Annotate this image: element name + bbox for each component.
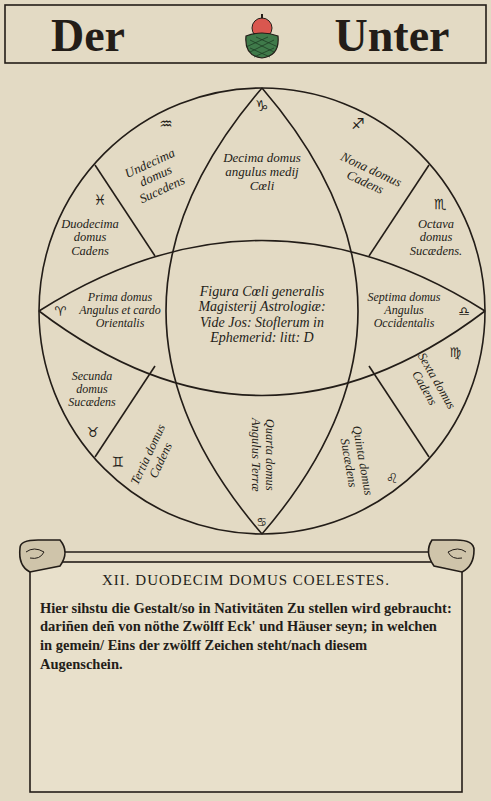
house-label: Octava domus Sucædens. [403, 218, 469, 259]
zodiac-sign: ♓ [94, 193, 107, 207]
house-label: Decima domus angulus medij Cœli [217, 151, 307, 194]
house-label: Duodecima domus Cadens [57, 218, 123, 259]
house-cell: Secunda domus Sucædens [59, 370, 125, 410]
zodiac-sign: ♏ [434, 197, 447, 211]
zodiac-sign: ♑ [255, 99, 268, 114]
zodiac-sign: ♒ [159, 117, 172, 132]
zodiac-sign: ♋ [257, 516, 268, 528]
house-label: Figura Cœli generalis Magisterij Astrolo… [187, 284, 337, 346]
house-cell: Octava domus Sucædens. [403, 218, 469, 259]
house-cell: Quinta domus Sucædens [335, 420, 376, 504]
house-cell: Nona domus Cadens [329, 148, 406, 204]
zodiac-sign: ♊ [112, 455, 125, 469]
house-label: Nona domus Cadens [329, 148, 406, 204]
card-title: Der [51, 13, 125, 59]
house-label: Secunda domus Sucædens [59, 370, 125, 410]
house-cell: Quarta domus Angulus Terræ [248, 405, 276, 505]
house-label: Tertia domus Cadens [126, 416, 185, 500]
zodiac-sign: ♌ [386, 471, 399, 485]
house-label: Septima domus Angulus Occidentalis [358, 291, 450, 331]
zodiac-sign: ♈ [54, 305, 66, 318]
house-cell: Prima domus Angulus et cardo Orientalis [74, 291, 166, 331]
house-cell: Duodecima domus Cadens [57, 218, 123, 259]
acorn-symbol [246, 14, 278, 58]
house-cell: Decima domus angulus medij Cœli [217, 151, 307, 194]
house-label: Sexta domus Cadens [402, 349, 459, 420]
house-label: Undecima domus Sucedens [114, 141, 197, 210]
house-cell: Septima domus Angulus Occidentalis [358, 291, 450, 331]
scroll-heading: XII. DUODECIM DOMUS COELESTES. [40, 572, 452, 589]
scroll-banner [20, 540, 474, 792]
zodiac-sign: ♎ [458, 305, 470, 318]
house-cell: Sexta domus Cadens [402, 349, 459, 420]
header-frame [5, 5, 486, 63]
scroll-text: XII. DUODECIM DOMUS COELESTES. Hier sihst… [40, 572, 452, 674]
zodiac-sign: ♐ [351, 117, 364, 132]
horoscope-circle [39, 88, 485, 534]
zodiac-sign: ♍ [449, 346, 461, 359]
house-cell: Undecima domus Sucedens [114, 141, 197, 210]
house-label: Prima domus Angulus et cardo Orientalis [74, 291, 166, 331]
zodiac-sign: ♉ [87, 425, 100, 439]
card-title: Unter [335, 13, 450, 59]
scroll-verse: Hier sihstu die Gestalt/so in Nativitäte… [40, 599, 452, 674]
center-figure: Figura Cœli generalis Magisterij Astrolo… [187, 284, 337, 346]
house-label: Quarta domus Angulus Terræ [248, 405, 276, 505]
house-label: Quinta domus Sucædens [335, 420, 376, 504]
house-cell: Tertia domus Cadens [126, 416, 185, 500]
